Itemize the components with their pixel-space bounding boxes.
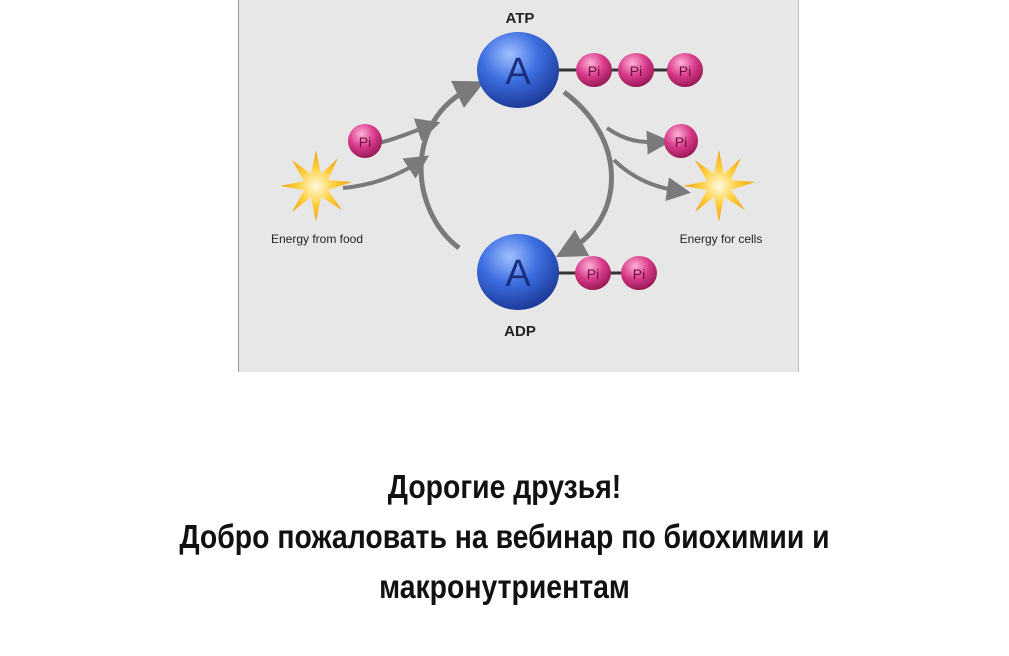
phosphate-in [348,124,382,158]
phosphate [576,53,612,87]
welcome-caption: Дорогие друзья! Добро пожаловать на веби… [71,462,939,612]
phosphate [621,256,657,290]
cycle-arrows [342,80,691,258]
sun-icon [683,150,755,222]
adp-molecule: A Pi Pi ADP [477,234,657,340]
arrow-adp-to-atp [418,80,485,250]
sun-icon [280,150,352,222]
phosphate-label: Pi [588,63,600,79]
caption-line-2: Добро пожаловать на вебинар по биохимии … [179,518,830,555]
phosphate-out [664,124,698,158]
adenosine-sphere [477,234,559,310]
phosphate-label: Pi [630,63,642,79]
atp-adp-cycle-diagram: A Pi Pi Pi ATP A Pi Pi ADP Pi Pi Energy … [238,0,799,372]
phosphate-label: Pi [587,266,599,282]
adenosine-sphere [477,32,559,108]
phosphate-label: Pi [679,63,691,79]
phosphate [618,53,654,87]
phosphate-label: Pi [675,134,687,150]
energy-for-cells-label: Energy for cells [680,232,763,246]
adp-label: ADP [504,323,536,340]
phosphate [667,53,703,87]
caption-line-3: макронутриентам [379,568,630,605]
atp-label: ATP [506,10,535,27]
caption-line-1: Дорогие друзья! [387,468,622,505]
arrow-energy-out [612,158,691,202]
arrow-pi-out [605,126,671,155]
arrow-atp-to-adp [555,89,614,258]
phosphate-label: Pi [359,134,371,150]
atp-molecule: A Pi Pi Pi ATP [477,10,703,108]
arrow-energy-in [342,155,430,190]
adenosine-letter: A [505,253,531,295]
adenosine-letter: A [505,51,531,93]
phosphate [575,256,611,290]
phosphate-label: Pi [633,266,645,282]
energy-from-food-label: Energy from food [271,232,363,246]
arrow-pi-in [378,118,441,145]
